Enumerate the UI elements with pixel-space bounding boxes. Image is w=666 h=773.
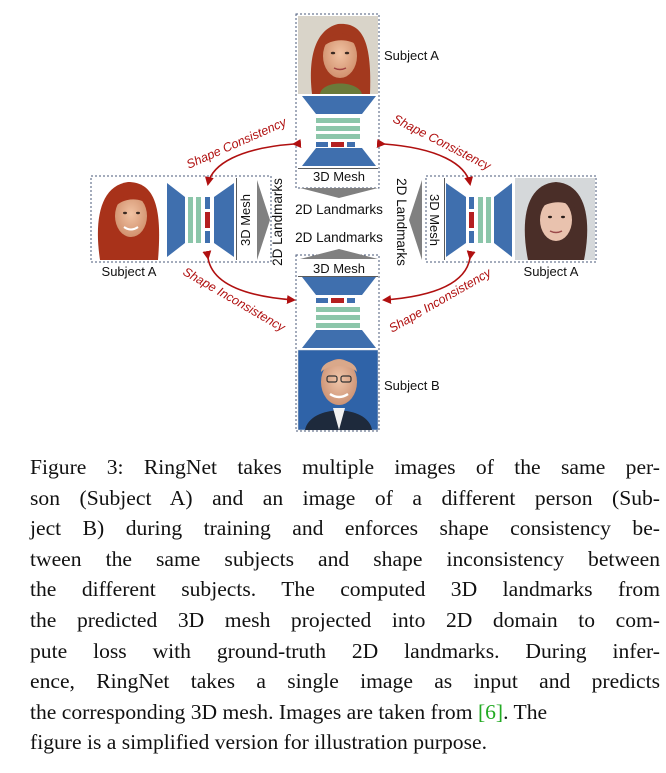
caption-line: the predicted 3D mesh projected into 2D … (30, 607, 660, 632)
caption-line-text: . The (503, 699, 548, 724)
right-mesh-label: 3D Mesh (427, 194, 442, 246)
bottom-feature-layers (316, 307, 360, 328)
subject-b-photo (297, 349, 379, 431)
bottom-mesh-label: 3D Mesh (313, 261, 365, 276)
left-decoder (214, 183, 234, 257)
landmarks-label-center-bottom: 2D Landmarks (295, 230, 383, 245)
bottom-gray-arrow (300, 249, 378, 259)
top-feature-layers (316, 118, 360, 139)
left-mesh-label: 3D Mesh (238, 194, 253, 246)
top-decoder (302, 148, 376, 166)
left-mesh-box-line (236, 178, 237, 260)
right-mesh-box-line (444, 178, 445, 260)
consistency-arcs (202, 138, 476, 304)
right-gray-arrow (409, 180, 422, 260)
arc-label-bottom-right: Shape Inconsistency (387, 265, 495, 335)
right-branch: 2D Landmarks 3D Mesh Subject A (394, 178, 595, 279)
bottom-latent-codes (316, 298, 355, 303)
bottom-branch: 3D Mesh Subject B (297, 249, 440, 431)
citation-link[interactable]: [6] (477, 699, 504, 724)
caption-line: figure is a simplified version for illus… (30, 730, 487, 755)
bottom-decoder (302, 277, 376, 295)
top-mesh-box-line (298, 168, 378, 169)
figure-caption: Figure 3: RingNet takes multiple images … (30, 452, 660, 758)
right-encoder (494, 183, 512, 257)
arc-label-top-left: Shape Consistency (184, 115, 289, 172)
caption-line: pute loss with ground-truth 2D landmarks… (30, 638, 660, 663)
left-landmarks-label: 2D Landmarks (270, 178, 285, 266)
bottom-mesh-box-line (298, 276, 378, 277)
arc-bottom-left (202, 250, 296, 304)
caption-line: son (Subject A) and an image of a differ… (30, 485, 660, 510)
left-branch-frame (90, 175, 272, 263)
bottom-subject-label: Subject B (384, 378, 440, 393)
right-decoder (446, 183, 466, 257)
top-latent-codes (316, 142, 355, 147)
left-gray-arrow (257, 180, 270, 260)
arc-top-right (376, 138, 474, 186)
bottom-encoder (302, 330, 376, 348)
right-feature-layers (478, 197, 491, 243)
subject-a-photo-right (515, 178, 595, 260)
caption-line: tween the same subjects and shape incons… (30, 546, 660, 571)
arc-label-bottom-left: Shape Inconsistency (181, 265, 289, 335)
left-subject-label: Subject A (102, 264, 157, 279)
top-encoder (302, 96, 376, 114)
arc-label-top-right: Shape Consistency (391, 112, 494, 174)
right-landmarks-label: 2D Landmarks (394, 178, 409, 266)
subject-a-photo-left (93, 178, 165, 260)
landmarks-label-center-top: 2D Landmarks (295, 202, 383, 217)
top-gray-arrow (300, 188, 378, 198)
left-latent-codes (205, 197, 210, 243)
caption-line: ject B) during training and enforces sha… (30, 516, 660, 541)
top-branch: 3D Mesh Subject A (298, 16, 439, 198)
right-branch-frame (425, 175, 597, 263)
arc-bottom-right (382, 250, 476, 304)
caption-line: the different subjects. The computed 3D … (30, 577, 660, 602)
top-subject-label: Subject A (384, 48, 439, 63)
left-encoder (167, 183, 185, 257)
right-latent-codes (469, 197, 474, 243)
right-subject-label: Subject A (524, 264, 579, 279)
caption-line: Figure 3: RingNet takes multiple images … (30, 455, 660, 479)
ringnet-figure: 3D Mesh Subject A 2D Landmarks 2D Landma… (90, 13, 597, 432)
caption-line: ence, RingNet takes a single image as in… (30, 669, 660, 694)
left-branch: 3D Mesh 2D Landmarks Subject A (93, 178, 285, 279)
left-feature-layers (188, 197, 201, 243)
subject-a-photo-top (298, 16, 378, 94)
top-branch-frame (295, 13, 380, 189)
caption-line: the corresponding 3D mesh. Images are ta… (30, 697, 660, 728)
arc-top-left (204, 138, 302, 186)
top-mesh-label: 3D Mesh (313, 169, 365, 184)
caption-line-text: the corresponding 3D mesh. Images are ta… (30, 699, 478, 724)
